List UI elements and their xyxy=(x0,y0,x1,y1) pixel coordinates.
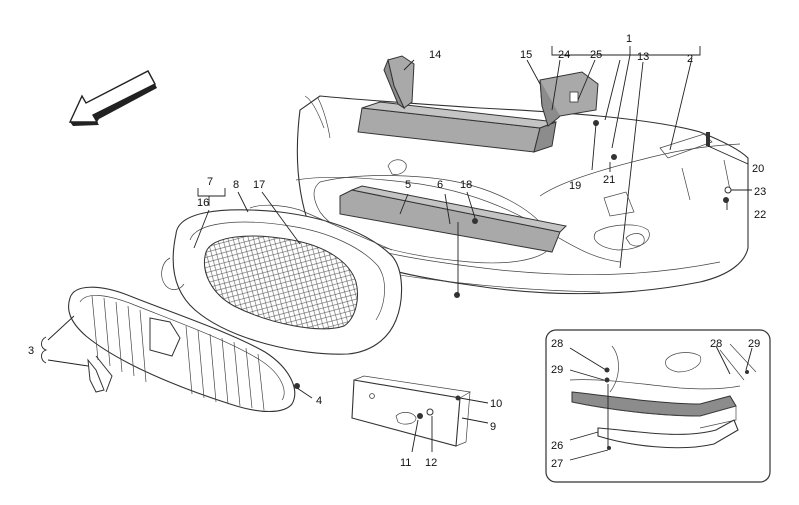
inset-label-28-left: 28 xyxy=(551,338,563,350)
inset-label-28-right: 28 xyxy=(710,338,722,350)
upper-cross-member xyxy=(357,101,557,153)
label-5: 5 xyxy=(405,179,411,191)
label-13: 13 xyxy=(637,51,649,63)
front-grille xyxy=(68,286,296,412)
inset-label-29-right: 29 xyxy=(748,338,760,350)
front-direction-arrow-icon xyxy=(68,70,157,126)
label-21: 21 xyxy=(603,174,615,186)
label-20: 20 xyxy=(752,163,764,175)
label-24: 24 xyxy=(558,49,570,61)
inset-label-27: 27 xyxy=(551,458,563,470)
label-2: 2 xyxy=(687,53,693,65)
label-11: 11 xyxy=(400,457,411,469)
inset-label-26: 26 xyxy=(551,440,563,452)
label-9: 9 xyxy=(490,421,496,433)
bumper-body xyxy=(295,95,749,295)
label-4: 4 xyxy=(316,395,322,407)
label-14: 14 xyxy=(429,49,441,61)
fasteners xyxy=(294,120,732,419)
inset-detail xyxy=(545,329,771,483)
grille-mesh xyxy=(204,235,358,330)
inset-label-29-left: 29 xyxy=(551,364,563,376)
label-12: 12 xyxy=(425,457,437,469)
label-25: 25 xyxy=(590,49,602,61)
label-22: 22 xyxy=(754,209,766,221)
label-16: 16 xyxy=(197,197,209,209)
impact-absorber xyxy=(339,185,568,253)
label-10: 10 xyxy=(490,398,502,410)
label-23: 23 xyxy=(754,186,766,198)
label-6: 6 xyxy=(437,179,443,191)
leader-lines xyxy=(41,46,752,453)
label-1: 1 xyxy=(626,33,632,45)
left-bracket-14 xyxy=(383,55,415,110)
label-18: 18 xyxy=(460,179,472,191)
label-3: 3 xyxy=(28,345,34,357)
label-8: 8 xyxy=(233,179,239,191)
license-plate-holder xyxy=(351,375,472,447)
label-17: 17 xyxy=(253,179,265,191)
label-7: 7 xyxy=(207,176,213,188)
callout-labels: 1 2 3 4 5 6 7 8 9 10 11 12 13 14 15 16 1… xyxy=(28,33,766,470)
label-15: 15 xyxy=(520,49,532,61)
right-bracket-15 xyxy=(539,71,599,127)
label-19: 19 xyxy=(569,180,581,192)
